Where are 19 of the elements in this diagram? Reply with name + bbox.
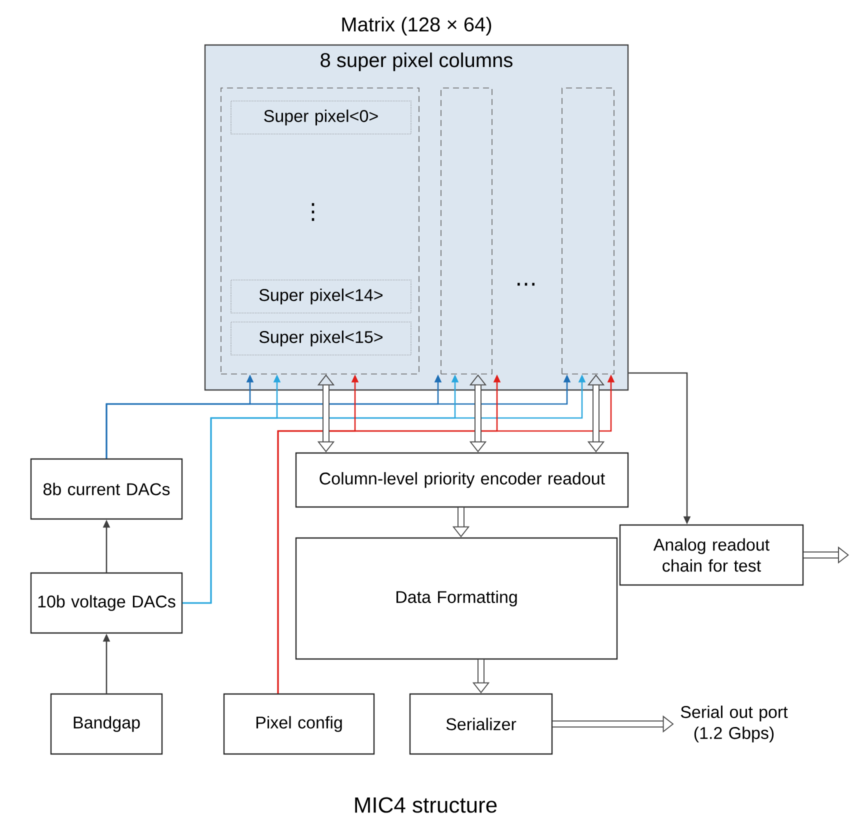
column-group [220, 88, 420, 374]
block-box: Bandgap [50, 693, 163, 755]
pixel-box: Super pixel<14> [230, 280, 412, 314]
block-box: 8b current DACs [30, 458, 183, 520]
caption: MIC4 structure [355, 797, 497, 813]
block-box: Column-level priority encoder readout [295, 452, 629, 508]
block-box: Analog readout chain for test [619, 524, 804, 586]
port-label: Serial out port (1.2 Gbps) [680, 706, 788, 742]
column-group [562, 88, 614, 374]
pixel-box: Super pixel<15> [230, 322, 412, 356]
block-box: Data Formatting [295, 537, 618, 660]
ellipsis: ⋮ [312, 203, 314, 221]
column-group [440, 88, 492, 374]
block-box: Pixel config [223, 693, 375, 755]
ellipsis: ⋯ [518, 282, 534, 286]
node-label: Matrix (128 × 64) [342, 16, 492, 36]
block-box: Serializer [409, 693, 553, 755]
pixel-box: Super pixel<0> [230, 100, 412, 134]
block-box: 10b voltage DACs [30, 572, 183, 634]
